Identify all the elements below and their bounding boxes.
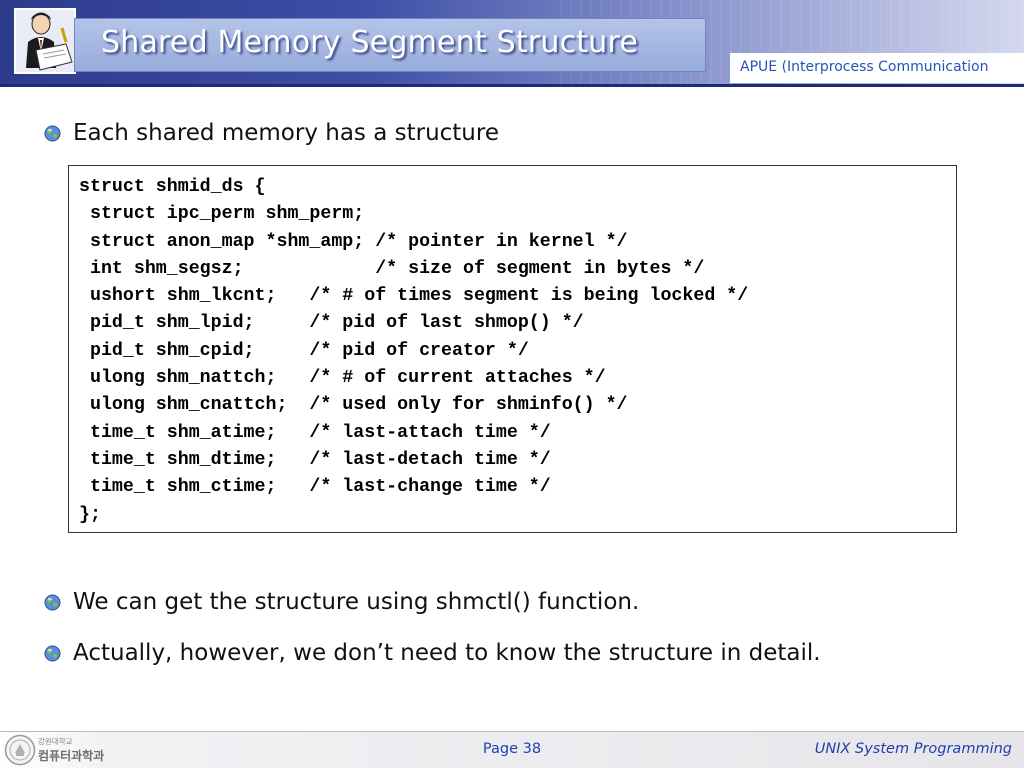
title-banner: Shared Memory Segment Structure <box>74 18 706 72</box>
code-line: time_t shm_ctime; /* last-change time */ <box>79 477 551 498</box>
code-line: ulong shm_cnattch; /* used only for shmi… <box>79 395 628 416</box>
globe-bullet-icon <box>44 645 61 661</box>
code-line: pid_t shm_lpid; /* pid of last shmop() *… <box>79 313 584 334</box>
subtitle-tag: APUE (Interprocess Communication <box>730 53 1024 83</box>
slide-footer: 강원대학교 컴퓨터과학과 <box>0 731 1024 768</box>
globe-bullet-icon <box>44 125 61 141</box>
bullet-text-2: We can get the structure using shmctl() … <box>73 589 640 615</box>
university-seal-icon <box>4 734 36 766</box>
code-block: struct shmid_ds { struct ipc_perm shm_pe… <box>68 165 957 533</box>
school-name-line1: 강원대학교 <box>38 737 73 746</box>
code-line: time_t shm_dtime; /* last-detach time */ <box>79 449 551 470</box>
bullet-item-1: Each shared memory has a structure <box>44 120 499 146</box>
bullet-text-3: Actually, however, we don’t need to know… <box>73 640 821 666</box>
code-line: }; <box>79 504 101 525</box>
globe-bullet-icon <box>44 594 61 610</box>
bullet-item-2: We can get the structure using shmctl() … <box>44 589 639 615</box>
slide-subtitle: APUE (Interprocess Communication <box>740 59 989 75</box>
code-line: struct ipc_perm shm_perm; <box>79 204 365 225</box>
school-name-line2: 컴퓨터과학과 <box>38 749 105 763</box>
school-name: 강원대학교 컴퓨터과학과 <box>38 736 104 764</box>
slide-title: Shared Memory Segment Structure <box>101 25 638 60</box>
code-line: struct shmid_ds { <box>79 177 266 197</box>
page-number: Page 38 <box>482 741 542 757</box>
bullet-text-1: Each shared memory has a structure <box>73 120 499 146</box>
bullet-item-3: Actually, however, we don’t need to know… <box>44 640 821 666</box>
course-title: UNIX System Programming <box>814 741 1012 757</box>
code-line: pid_t shm_cpid; /* pid of creator */ <box>79 340 529 361</box>
code-line: ushort shm_lkcnt; /* # of times segment … <box>79 286 749 307</box>
code-line: ulong shm_nattch; /* # of current attach… <box>79 368 606 389</box>
header-divider <box>0 84 1024 87</box>
code-line: struct anon_map *shm_amp; /* pointer in … <box>79 231 628 252</box>
reader-with-book-icon <box>14 8 76 74</box>
code-line: time_t shm_atime; /* last-attach time */ <box>79 422 551 443</box>
code-line: int shm_segsz; /* size of segment in byt… <box>79 258 705 279</box>
